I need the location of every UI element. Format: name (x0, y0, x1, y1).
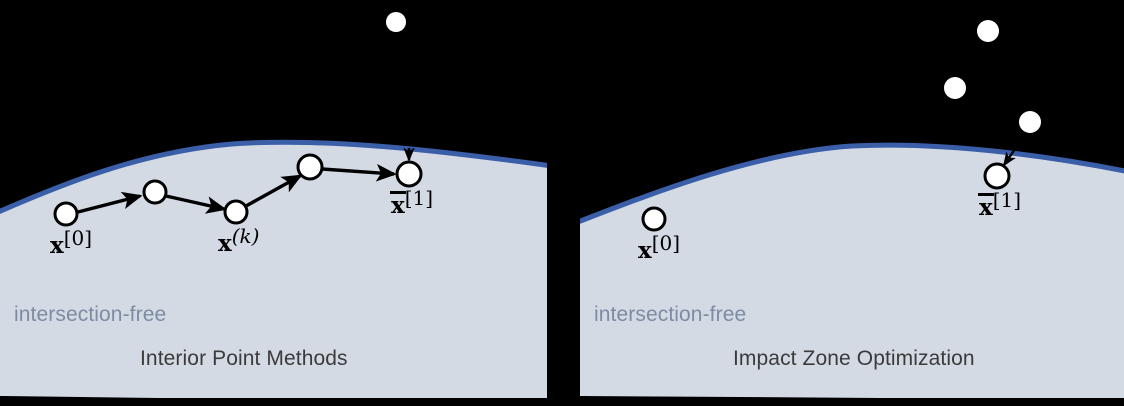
panel-interior-point-methods (0, 12, 547, 398)
node-x0 (53, 201, 79, 227)
panel-title-right: Impact Zone Optimization (733, 347, 975, 370)
node-xbar1 (395, 160, 423, 188)
region-label-left: intersection-free (14, 303, 167, 326)
path-arrow-1 (77, 191, 143, 214)
label-x0-left: x[0] (50, 226, 93, 259)
free-point-right-2 (944, 77, 966, 99)
region-label-right: intersection-free (594, 303, 747, 326)
free-point-right-1 (977, 20, 999, 42)
panel-impact-zone-optimization (580, 20, 1124, 398)
node-xbar1 (983, 162, 1011, 190)
free-point-right-3 (1019, 111, 1041, 133)
path-arrow-2 (165, 194, 227, 214)
path-arrow-3 (245, 174, 303, 208)
node-x3 (296, 153, 324, 181)
panel-title-left: Interior Point Methods (140, 347, 348, 370)
label-xbar1-right: x[1] (978, 188, 1022, 221)
node-xk (223, 199, 249, 225)
feasible-region-right (580, 145, 1124, 398)
region-boundary-right (580, 142, 1124, 224)
label-xbar1-left: x[1] (390, 186, 434, 219)
free-point-left-1 (386, 12, 406, 32)
node-x0 (641, 206, 667, 232)
projection-arrow-right (1002, 132, 1027, 167)
node-x1 (142, 179, 168, 205)
label-xk-left: x(k) (218, 224, 260, 257)
region-boundary-left (0, 139, 547, 214)
label-x0-right: x[0] (638, 231, 681, 264)
path-arrow-4 (321, 163, 397, 182)
